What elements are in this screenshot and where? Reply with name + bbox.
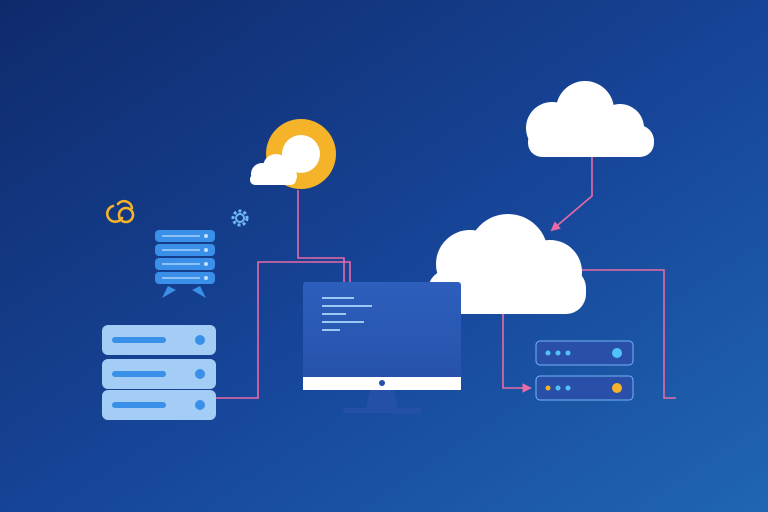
- server-stack-icon: [155, 230, 215, 298]
- connector-lines: [216, 156, 676, 399]
- panel-icon: [535, 340, 634, 401]
- monitor-icon: [303, 282, 461, 413]
- link-icon: [106, 199, 135, 224]
- connector-cloud-panel: [502, 312, 532, 393]
- connector-rack-monitor: [216, 261, 351, 399]
- connector-topcloud-cloud: [550, 156, 593, 232]
- large-cloud-icon: [428, 214, 586, 314]
- rack-server-icon: [102, 325, 216, 420]
- connector-cloud-right: [580, 269, 676, 399]
- top-cloud-icon: [526, 81, 654, 157]
- connector-sun-monitor: [297, 190, 345, 282]
- gear-icon: [231, 209, 249, 227]
- small-cloud-icon: [250, 154, 297, 185]
